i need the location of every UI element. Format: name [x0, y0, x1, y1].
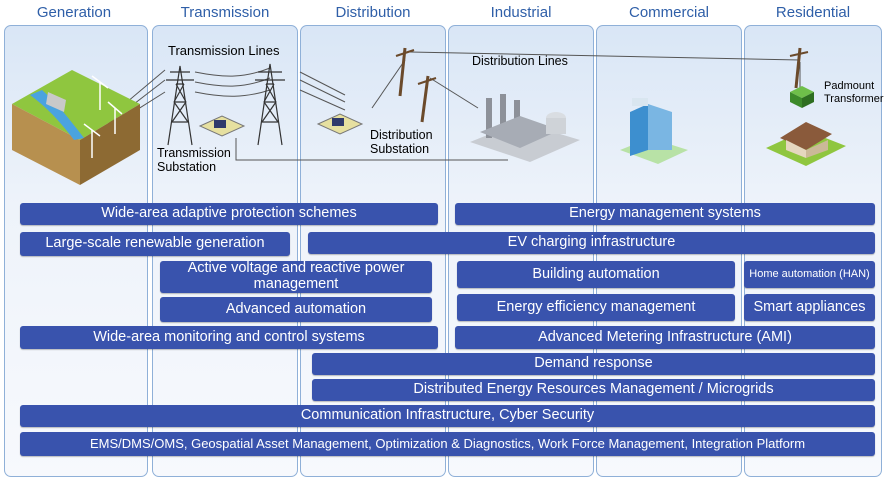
- bar-wide-area-protection: Wide-area adaptive protection schemes: [20, 203, 438, 225]
- bar-demand-response: Demand response: [312, 353, 875, 375]
- bar-ems-dms: EMS/DMS/OMS, Geospatial Asset Management…: [20, 432, 875, 456]
- distribution-substation-icon: [316, 113, 364, 135]
- bar-building-automation: Building automation: [457, 261, 735, 288]
- column-header-residential: Residential: [775, 4, 851, 21]
- industrial-plant-icon: [470, 94, 580, 162]
- transmission-substation-label: Transmission Substation: [157, 146, 231, 175]
- bar-smart-appliances: Smart appliances: [744, 294, 875, 321]
- distribution-lines-label: Distribution Lines: [472, 54, 568, 68]
- column-header-commercial: Commercial: [628, 4, 709, 21]
- bar-ami: Advanced Metering Infrastructure (AMI): [455, 326, 875, 349]
- bar-wide-area-monitoring: Wide-area monitoring and control systems: [20, 326, 438, 349]
- bar-ev-charging: EV charging infrastructure: [308, 232, 875, 254]
- bar-advanced-automation: Advanced automation: [160, 297, 432, 322]
- commercial-building-icon: [620, 98, 688, 164]
- column-header-transmission: Transmission: [180, 4, 270, 21]
- bar-energy-management: Energy management systems: [455, 203, 875, 225]
- transmission-tower-icon: [166, 63, 285, 146]
- power-lines: [107, 51, 801, 161]
- grid-illustration: [12, 47, 846, 185]
- column-header-generation: Generation: [36, 4, 112, 21]
- bar-energy-efficiency: Energy efficiency management: [457, 294, 735, 321]
- bar-derms: Distributed Energy Resources Management …: [312, 379, 875, 401]
- bar-renewable-generation: Large-scale renewable generation: [20, 232, 290, 256]
- bar-home-automation: Home automation (HAN): [744, 261, 875, 288]
- house-icon: [766, 122, 846, 166]
- hydro-plant-icon: [12, 70, 140, 185]
- padmount-transformer-icon: [790, 86, 814, 108]
- column-header-distribution: Distribution: [335, 4, 411, 21]
- bar-communication: Communication Infrastructure, Cyber Secu…: [20, 405, 875, 427]
- padmount-transformer-label: Padmount Transformer: [824, 80, 884, 105]
- bar-active-voltage: Active voltage and reactive power manage…: [160, 260, 432, 293]
- transmission-lines-label: Transmission Lines: [168, 43, 280, 58]
- column-header-industrial: Industrial: [490, 4, 552, 21]
- transmission-substation-icon: [198, 115, 246, 137]
- distribution-substation-label: Distribution Substation: [370, 128, 433, 157]
